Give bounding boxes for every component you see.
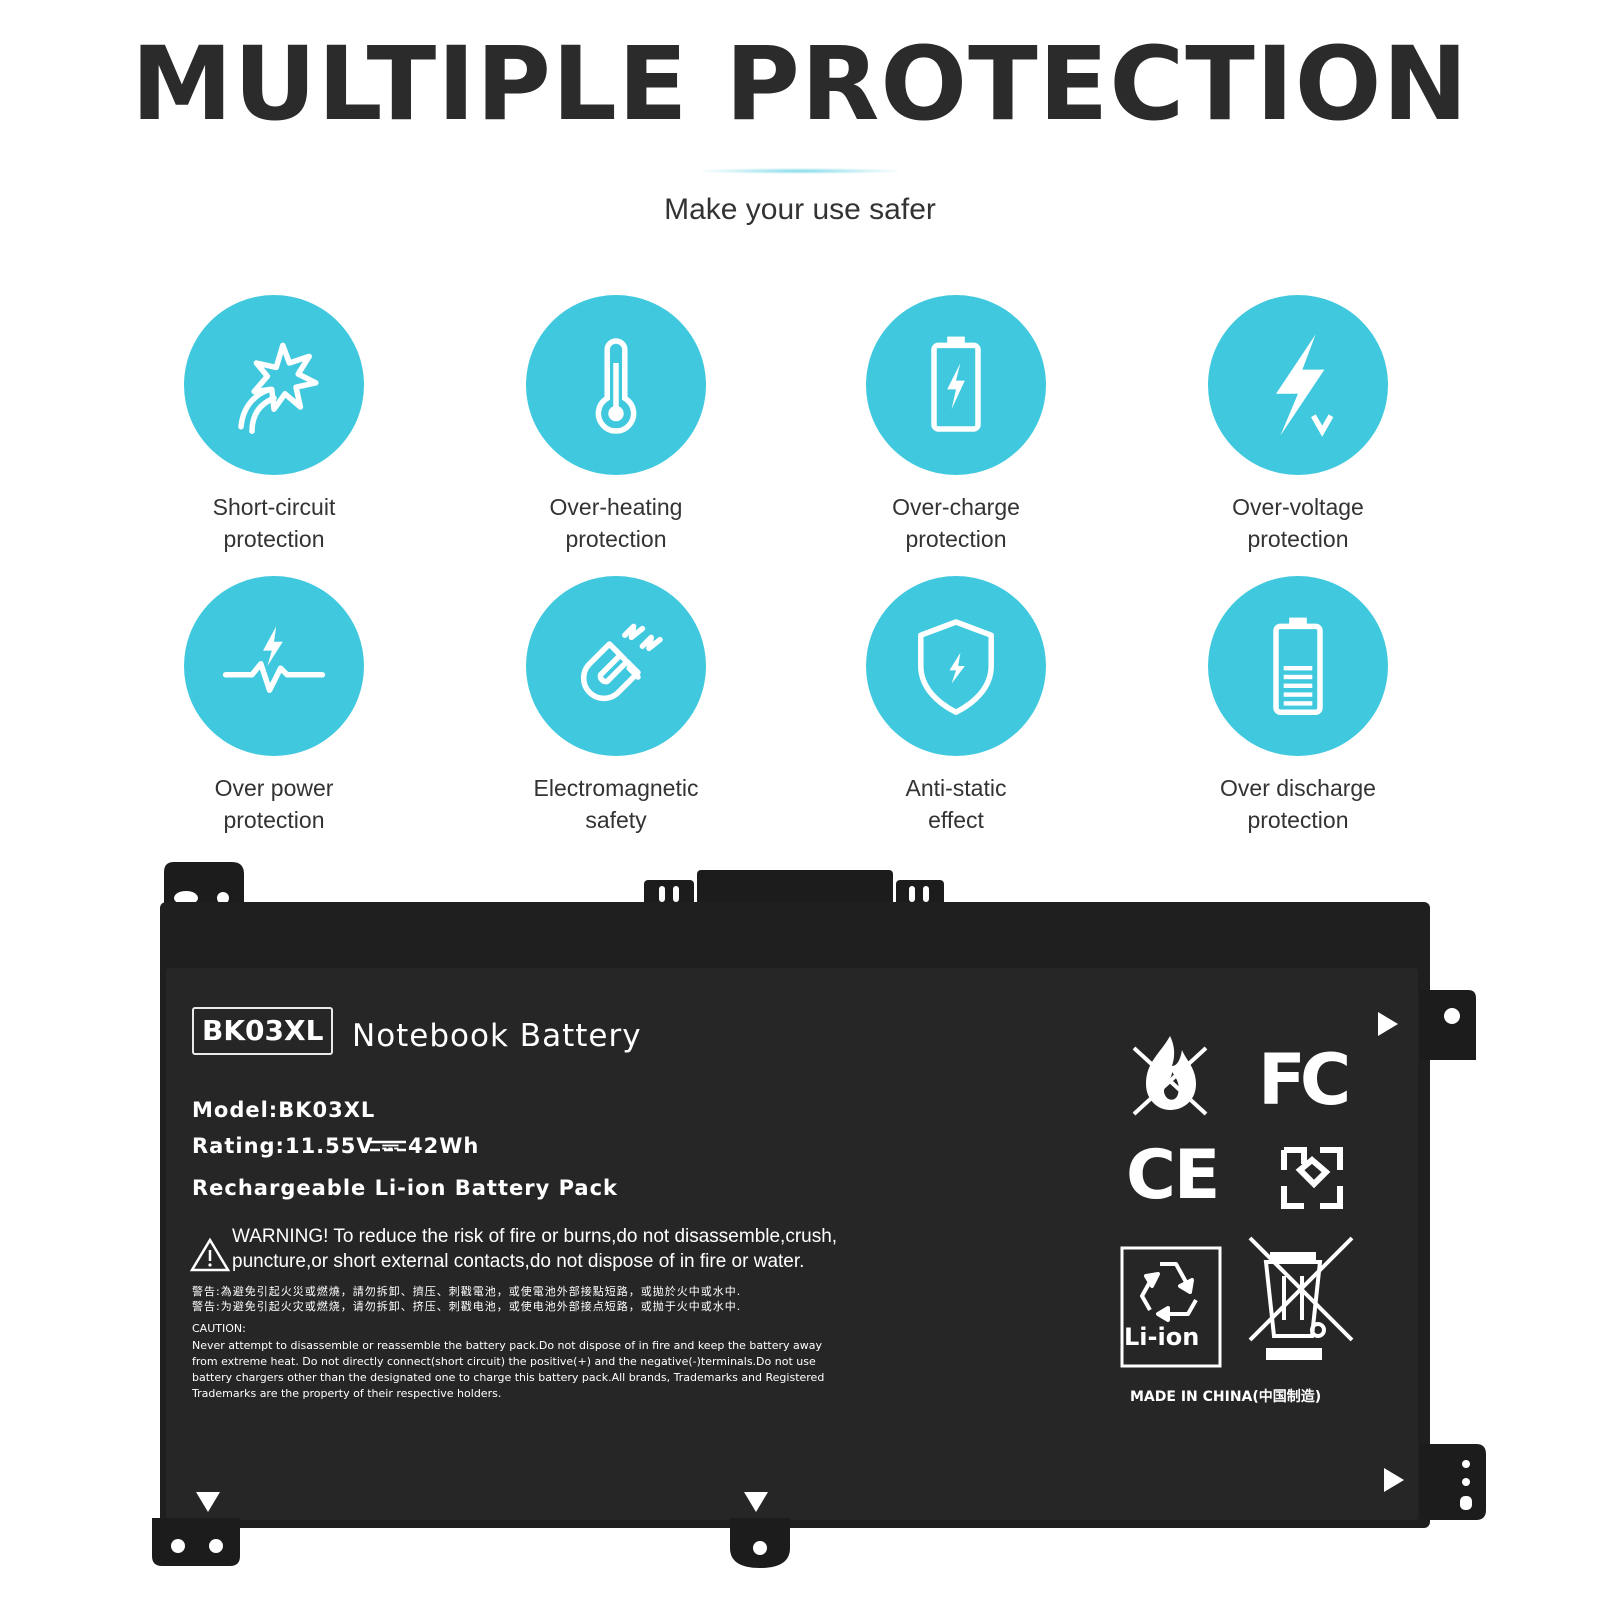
title-divider: [700, 168, 900, 174]
feature-label-line1: Anti-static: [905, 775, 1007, 801]
battery-charge-icon: [866, 295, 1046, 475]
battery-image: [152, 862, 1486, 1568]
recycle-mark-icon: [1281, 1147, 1343, 1209]
warning-chinese-simplified: 警告:为避免引起火灾或燃烧，请勿拆卸、挤压、刺戳电池，或使电池外部接点短路，或抛…: [192, 1300, 742, 1313]
feature-label-line2: protection: [905, 526, 1007, 552]
feature-over-heating: Over-heating protection: [471, 295, 761, 555]
battery-body: [152, 862, 1486, 1568]
feature-electromagnetic: Electromagnetic safety: [471, 576, 761, 836]
feature-label-line1: Over power: [214, 775, 334, 801]
thermometer-icon: [526, 295, 706, 475]
model-badge: BK03XL: [192, 1007, 334, 1055]
page-subtitle: Make your use safer: [664, 193, 936, 226]
pack-line: Rechargeable Li-ion Battery Pack: [192, 1176, 619, 1200]
li-ion-recycle-icon: [1120, 1246, 1222, 1368]
feature-label-line1: Electromagnetic: [533, 775, 699, 801]
feature-over-charge: Over-charge protection: [811, 295, 1101, 555]
feature-label-line2: effect: [928, 807, 984, 833]
caution-body: Never attempt to disassemble or reassemb…: [192, 1339, 825, 1400]
feature-label-line1: Over-voltage: [1232, 494, 1364, 520]
no-trash-bin-icon: [1248, 1236, 1354, 1360]
no-fire-icon: [1132, 1036, 1208, 1116]
feature-label-line2: protection: [223, 526, 325, 552]
warning-line-2: puncture,or short external contacts,do n…: [232, 1251, 805, 1272]
feature-short-circuit: Short-circuit protection: [129, 295, 419, 555]
battery-level-icon: [1208, 576, 1388, 756]
warning-line-1: WARNING! To reduce the risk of fire or b…: [232, 1226, 838, 1247]
power-pulse-icon: [184, 576, 364, 756]
caution-heading: CAUTION:: [192, 1322, 246, 1335]
page-title: MULTIPLE PROTECTION: [131, 25, 1469, 144]
model-line: Model:BK03XL: [192, 1098, 376, 1122]
feature-label-line1: Over discharge: [1220, 775, 1376, 801]
feature-label-line2: safety: [585, 807, 647, 833]
shield-bolt-icon: [866, 576, 1046, 756]
rating-line: Rating:11.55V ⎓ 42Wh: [192, 1134, 480, 1158]
feature-over-voltage: Over-voltage protection: [1153, 295, 1443, 555]
feature-label-line2: protection: [565, 526, 667, 552]
feature-label-line1: Short-circuit: [212, 494, 336, 520]
feature-label-line2: protection: [223, 807, 325, 833]
feature-label-line1: Over-charge: [892, 494, 1020, 520]
product-name: Notebook Battery: [352, 1018, 642, 1054]
fcc-mark: FC: [1258, 1039, 1351, 1121]
short-circuit-icon: [184, 295, 364, 475]
feature-label-line2: protection: [1247, 526, 1349, 552]
li-ion-label: Li-ion: [1124, 1323, 1200, 1351]
voltage-bolt-icon: [1208, 295, 1388, 475]
ce-mark: CE: [1126, 1136, 1220, 1215]
feature-anti-static: Anti-static effect: [811, 576, 1101, 836]
warning-chinese-traditional: 警告:為避免引起火災或燃燒，請勿拆卸、擠压、刺戳電池，或使電池外部接點短路，或拋…: [192, 1285, 742, 1298]
feature-over-discharge: Over discharge protection: [1153, 576, 1443, 836]
feature-label-line2: protection: [1247, 807, 1349, 833]
feature-over-power: Over power protection: [129, 576, 419, 836]
made-in-label: MADE IN CHINA(中国制造): [1130, 1389, 1322, 1405]
feature-label-line1: Over-heating: [549, 494, 683, 520]
magnet-icon: [526, 576, 706, 756]
